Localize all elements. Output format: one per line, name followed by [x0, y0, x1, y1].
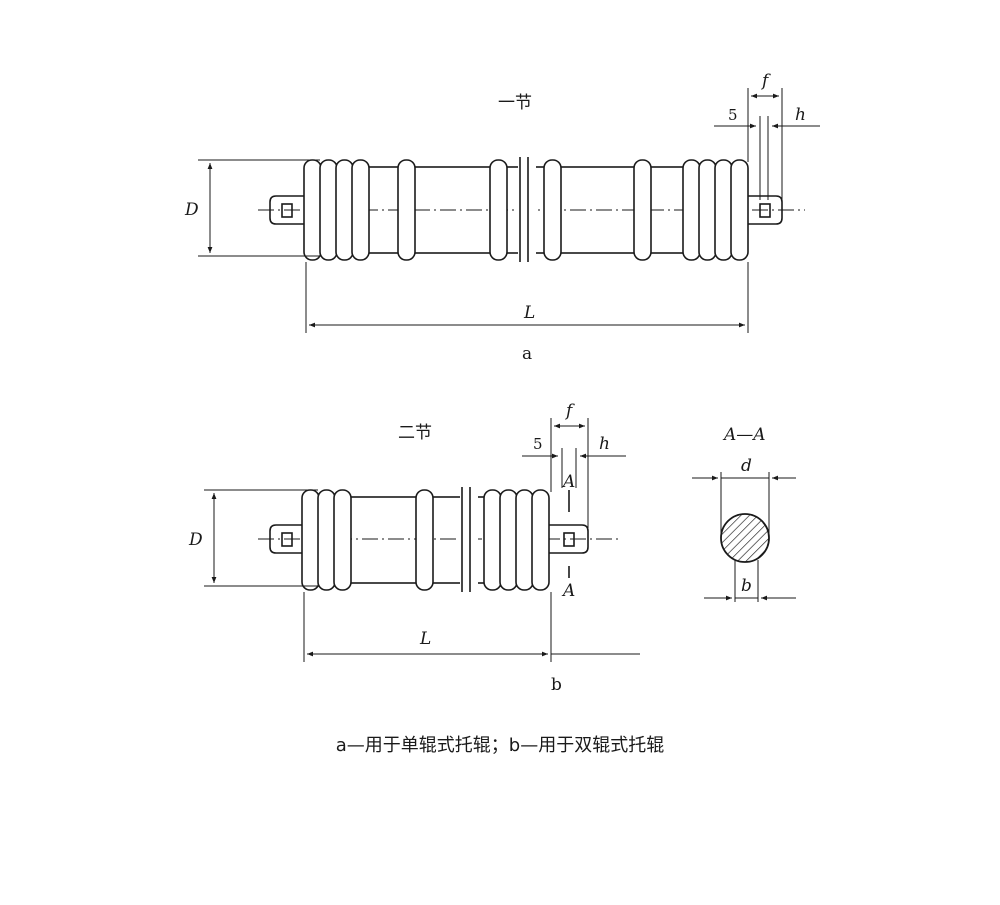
shaft-flat-right-b [563, 532, 575, 547]
ring-a3 [543, 159, 562, 261]
fin [531, 489, 550, 591]
shaft-flat-right-a [759, 203, 771, 218]
fin [335, 159, 354, 261]
fin [483, 489, 502, 591]
shaft-end-right-b [549, 524, 589, 554]
shaft-flat-left-b [281, 532, 293, 547]
fin [698, 159, 717, 261]
dimension-f-label-a: f [760, 71, 771, 91]
shaft-cross-section [720, 513, 770, 563]
fin [351, 159, 370, 261]
figure-b-roller [258, 480, 620, 600]
dimension-h-label-a: h [795, 105, 806, 125]
dimension-5-label-a: 5 [728, 106, 738, 124]
ring-b1 [415, 489, 434, 591]
fin [730, 159, 749, 261]
figure-b-sublabel: b [551, 675, 562, 695]
fin [301, 489, 320, 591]
dimension-D-label-b: D [188, 530, 203, 550]
fin [682, 159, 701, 261]
fin-pack-left-b [301, 489, 352, 591]
fin [303, 159, 322, 261]
fin-pack-right-a [682, 159, 749, 261]
figure-a-title: 一节 [498, 93, 532, 113]
ring-a2 [489, 159, 508, 261]
shaft-flat-left-a [281, 203, 293, 218]
fin [714, 159, 733, 261]
fin-pack-left-a [303, 159, 370, 261]
ring-a1 [397, 159, 416, 261]
fin-pack-right-b [483, 489, 550, 591]
break-gap-b [460, 480, 478, 600]
figure-a-dimensions [198, 88, 820, 333]
section-view-title: A—A [722, 425, 766, 445]
section-mark-top: A [561, 472, 575, 492]
shaft-end-right-a [748, 195, 783, 225]
dimension-b-label: b [741, 576, 752, 596]
section-mark-bottom: A [561, 581, 575, 601]
dimension-h-label-b: h [599, 434, 610, 454]
fin [319, 159, 338, 261]
dimension-5-label-b: 5 [533, 435, 543, 453]
figure-a-sublabel: a [522, 344, 532, 364]
ring-a4 [633, 159, 652, 261]
figure-a-roller [258, 150, 805, 270]
figure-caption: a—用于单辊式托辊；b—用于双辊式托辊 [336, 735, 664, 756]
break-gap-a [518, 150, 536, 270]
fin [515, 489, 534, 591]
shaft-end-left-a [269, 195, 304, 225]
section-view [692, 472, 796, 602]
figure-b-dimensions [204, 418, 640, 662]
fin [317, 489, 336, 591]
shaft-end-left-b [269, 524, 302, 554]
dimension-f-label-b: f [564, 401, 575, 421]
dimension-d-label: d [741, 456, 752, 476]
figure-b-title: 二节 [398, 423, 432, 443]
dimension-L-label-a: L [523, 303, 535, 323]
fin [333, 489, 352, 591]
fin [499, 489, 518, 591]
dimension-D-label-a: D [184, 200, 199, 220]
dimension-L-label-b: L [419, 629, 431, 649]
